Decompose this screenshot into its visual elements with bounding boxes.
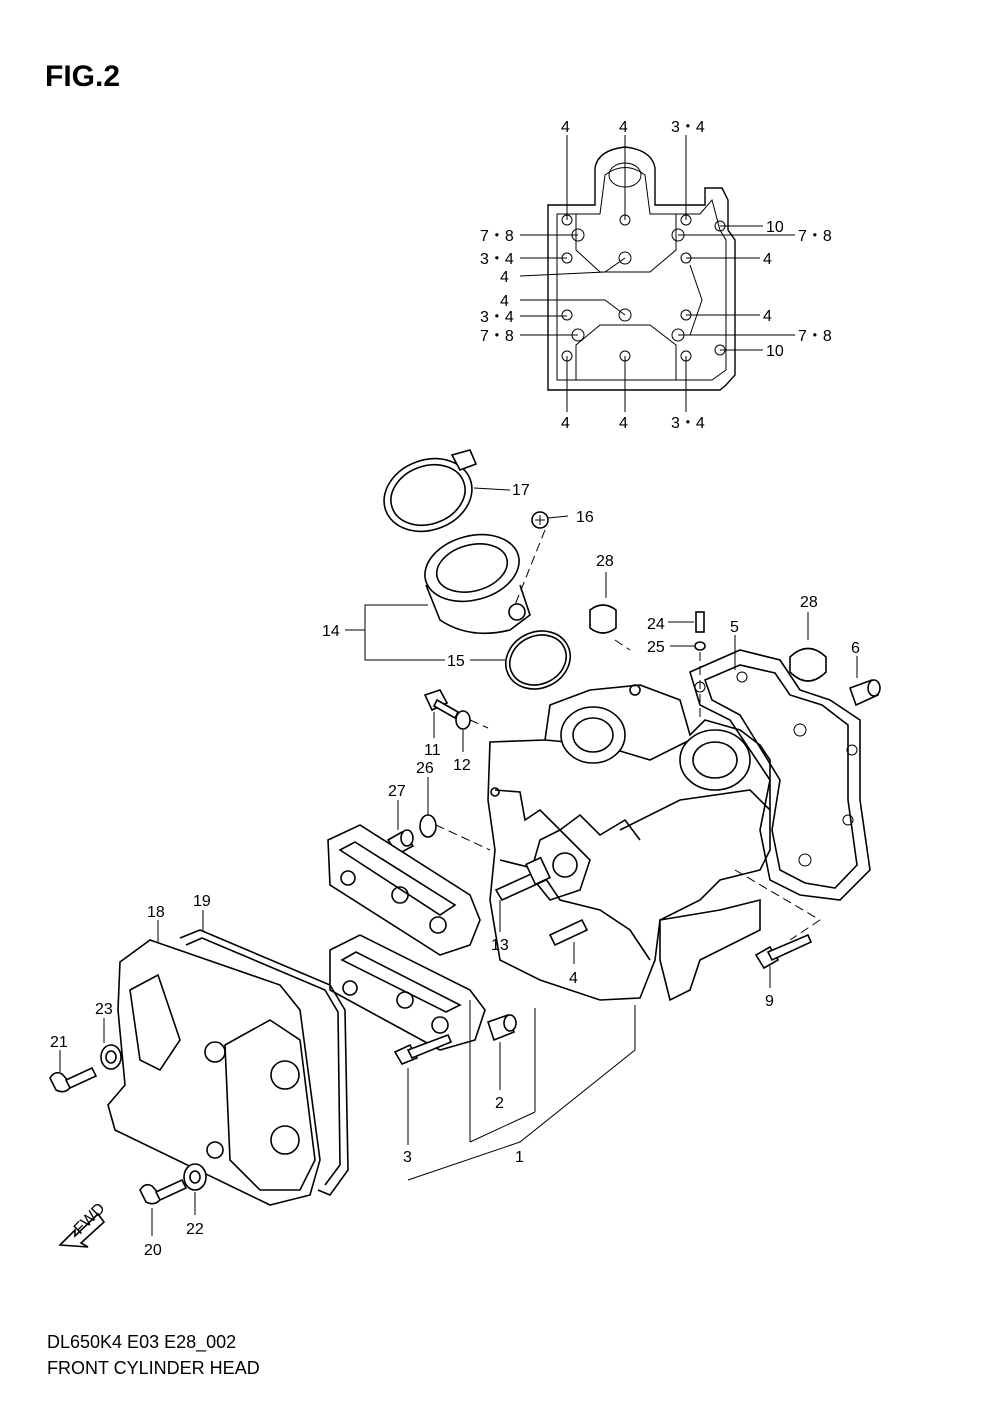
callout-top-4a: 4 — [561, 119, 570, 136]
callout-bottom-4b: 4 — [619, 415, 628, 432]
callout-right-78a: 7・8 — [798, 228, 832, 245]
callout-left-4b: 4 — [500, 293, 509, 310]
cylinder-head-gasket — [689, 649, 871, 901]
cylinder-head — [487, 684, 771, 1002]
label-part-28-right: 28 — [800, 594, 818, 611]
plug-28-right — [789, 612, 827, 682]
assembly-bracket-1 — [407, 1000, 636, 1181]
label-part-2: 2 — [495, 1095, 504, 1112]
camshaft-holder-upper — [327, 824, 481, 956]
bolt-11 — [423, 689, 460, 738]
label-part-14: 14 — [322, 623, 340, 640]
stud-4 — [548, 918, 589, 964]
washer-12 — [455, 710, 489, 752]
callout-right-78b: 7・8 — [798, 328, 832, 345]
callout-right-10b: 10 — [766, 343, 784, 360]
bolt-3 — [393, 1033, 453, 1145]
head-cover — [107, 939, 321, 1206]
label-part-6: 6 — [851, 640, 860, 657]
label-part-5: 5 — [730, 619, 739, 636]
label-part-23: 23 — [95, 1001, 113, 1018]
label-part-3: 3 — [403, 1149, 412, 1166]
dowel-pin-6 — [848, 656, 881, 707]
intake-clamp — [383, 449, 511, 533]
bracket-14 — [345, 604, 445, 661]
label-part-1: 1 — [515, 1149, 524, 1166]
washer-26 — [419, 777, 491, 851]
label-part-27: 27 — [388, 783, 406, 800]
callout-top-34: 3・4 — [671, 119, 705, 136]
label-part-25: 25 — [647, 639, 665, 656]
label-part-18: 18 — [147, 904, 165, 921]
fwd-arrow-icon: FWD — [58, 1200, 109, 1248]
label-part-13: 13 — [491, 937, 509, 954]
callout-leader-lines — [519, 135, 795, 412]
label-part-9: 9 — [765, 993, 774, 1010]
part-number-labels: 1 2 3 4 5 6 9 11 12 13 14 15 16 17 18 19… — [50, 482, 860, 1259]
label-part-20: 20 — [144, 1242, 162, 1259]
figure-name: FRONT CYLINDER HEAD — [47, 1358, 260, 1378]
label-part-26: 26 — [416, 760, 434, 777]
bolt-21 — [49, 1050, 98, 1093]
bleed-screw-24 — [668, 611, 705, 633]
stud-bolt-13 — [494, 856, 551, 932]
camshaft-holder-lower — [329, 934, 486, 1051]
bolt-20 — [139, 1178, 188, 1236]
bolt-hole-markers — [561, 214, 726, 362]
callout-bottom-4a: 4 — [561, 415, 570, 432]
label-part-21: 21 — [50, 1034, 68, 1051]
label-part-16: 16 — [576, 509, 594, 526]
grommet-22 — [183, 1163, 207, 1215]
callout-right-4b: 4 — [763, 308, 772, 325]
intake-o-ring — [470, 630, 571, 690]
model-code: DL650K4 E03 E28_002 — [47, 1332, 237, 1352]
figure-title: FIG.2 — [45, 60, 121, 93]
callout-left-78a: 7・8 — [480, 228, 514, 245]
bolt-tightening-pattern: 4 4 3・4 7・8 3・4 4 4 3・4 7・8 10 7・8 4 4 7… — [480, 119, 832, 432]
callout-bottom-34: 3・4 — [671, 415, 705, 432]
washer-25 — [670, 641, 706, 720]
label-part-4: 4 — [569, 970, 578, 987]
label-part-15: 15 — [447, 653, 465, 670]
callout-right-4a: 4 — [763, 251, 772, 268]
label-part-22: 22 — [186, 1221, 204, 1238]
callout-left-34b: 3・4 — [480, 309, 514, 326]
label-part-19: 19 — [193, 893, 211, 910]
grommet-23 — [100, 1018, 122, 1070]
dowel-2 — [486, 1013, 517, 1090]
label-part-28-left: 28 — [596, 553, 614, 570]
callout-left-34a: 3・4 — [480, 251, 514, 268]
label-part-24: 24 — [647, 616, 665, 633]
callout-top-4b: 4 — [619, 119, 628, 136]
callout-left-4a: 4 — [500, 269, 509, 286]
bolt-9 — [734, 869, 821, 988]
callout-right-10a: 10 — [766, 219, 784, 236]
label-part-17: 17 — [512, 482, 530, 499]
head-cover-gasket — [157, 910, 349, 1196]
intake-screw — [514, 511, 569, 606]
callout-left-78b: 7・8 — [480, 328, 514, 345]
label-part-12: 12 — [453, 757, 471, 774]
intake-pipe — [424, 533, 531, 635]
plug-28-left — [589, 572, 631, 651]
label-part-11: 11 — [424, 742, 441, 759]
